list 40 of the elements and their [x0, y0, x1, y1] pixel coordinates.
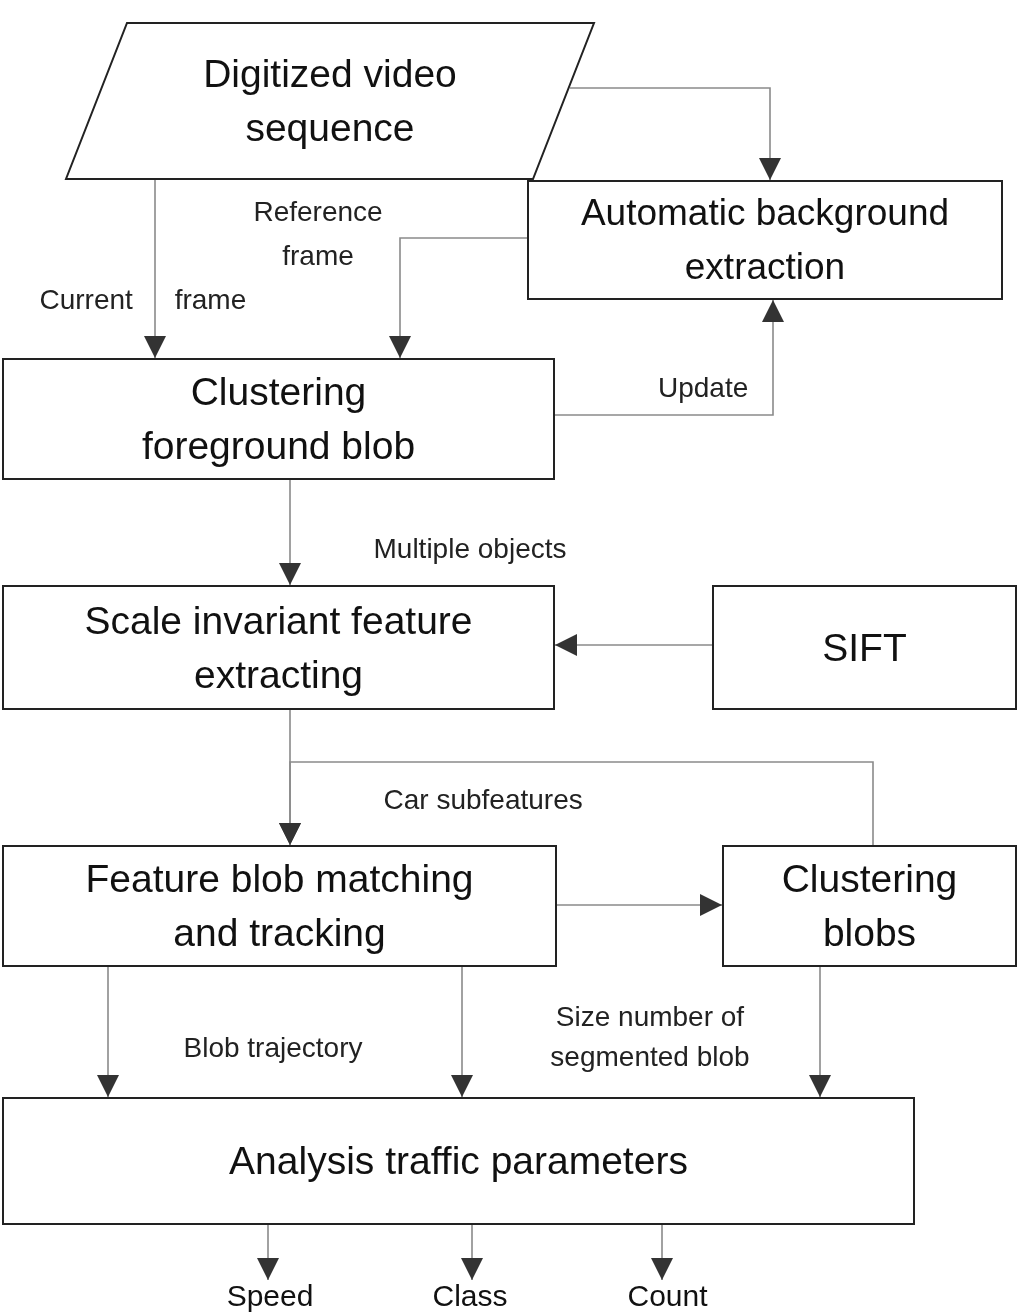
- node-text: SIFT: [822, 624, 907, 671]
- arrow: [257, 1224, 279, 1281]
- node-text: Class: [432, 1280, 508, 1312]
- node-text: Feature blob matching and tracking: [84, 856, 475, 956]
- node-text: Count: [627, 1280, 708, 1312]
- arrow: [554, 634, 713, 656]
- arrow: [651, 1224, 673, 1281]
- node-text: Clustering foreground blob: [140, 369, 417, 469]
- arrow: [279, 761, 874, 846]
- arrow: [554, 299, 784, 416]
- arrow: [451, 966, 473, 1098]
- edge-label: Car subfeatures: [383, 783, 583, 817]
- node-text: Speed: [226, 1280, 314, 1312]
- edge-label: Current frame: [39, 283, 247, 317]
- node-text: Automatic background extraction: [579, 191, 951, 289]
- arrow: [461, 1224, 483, 1281]
- arrow: [279, 479, 301, 586]
- process-box: [2, 845, 557, 967]
- node-text: Digitized video sequence: [202, 51, 458, 151]
- process-box: [712, 585, 1017, 710]
- node-text: Clustering blobs: [780, 856, 959, 956]
- edge-label: Size number of segmented blob: [549, 1000, 751, 1074]
- edge-label: Multiple objects: [373, 532, 567, 566]
- process-box: [527, 180, 1003, 300]
- process-box: [2, 585, 555, 710]
- arrow: [97, 966, 119, 1098]
- arrow: [569, 87, 781, 181]
- arrow: [556, 894, 723, 916]
- node-text: Scale invariant feature extracting: [83, 597, 474, 698]
- process-box: [722, 845, 1017, 967]
- input-parallelogram: [65, 22, 595, 180]
- node-text: Analysis traffic parameters: [229, 1138, 688, 1184]
- arrow: [389, 237, 528, 359]
- arrow: [144, 179, 166, 359]
- edge-label: Reference frame: [252, 195, 384, 273]
- arrow: [809, 966, 831, 1098]
- edge-label: Update: [658, 371, 749, 405]
- process-box: [2, 1097, 915, 1225]
- edge-label: Blob trajectory: [183, 1031, 363, 1065]
- process-box: [2, 358, 555, 480]
